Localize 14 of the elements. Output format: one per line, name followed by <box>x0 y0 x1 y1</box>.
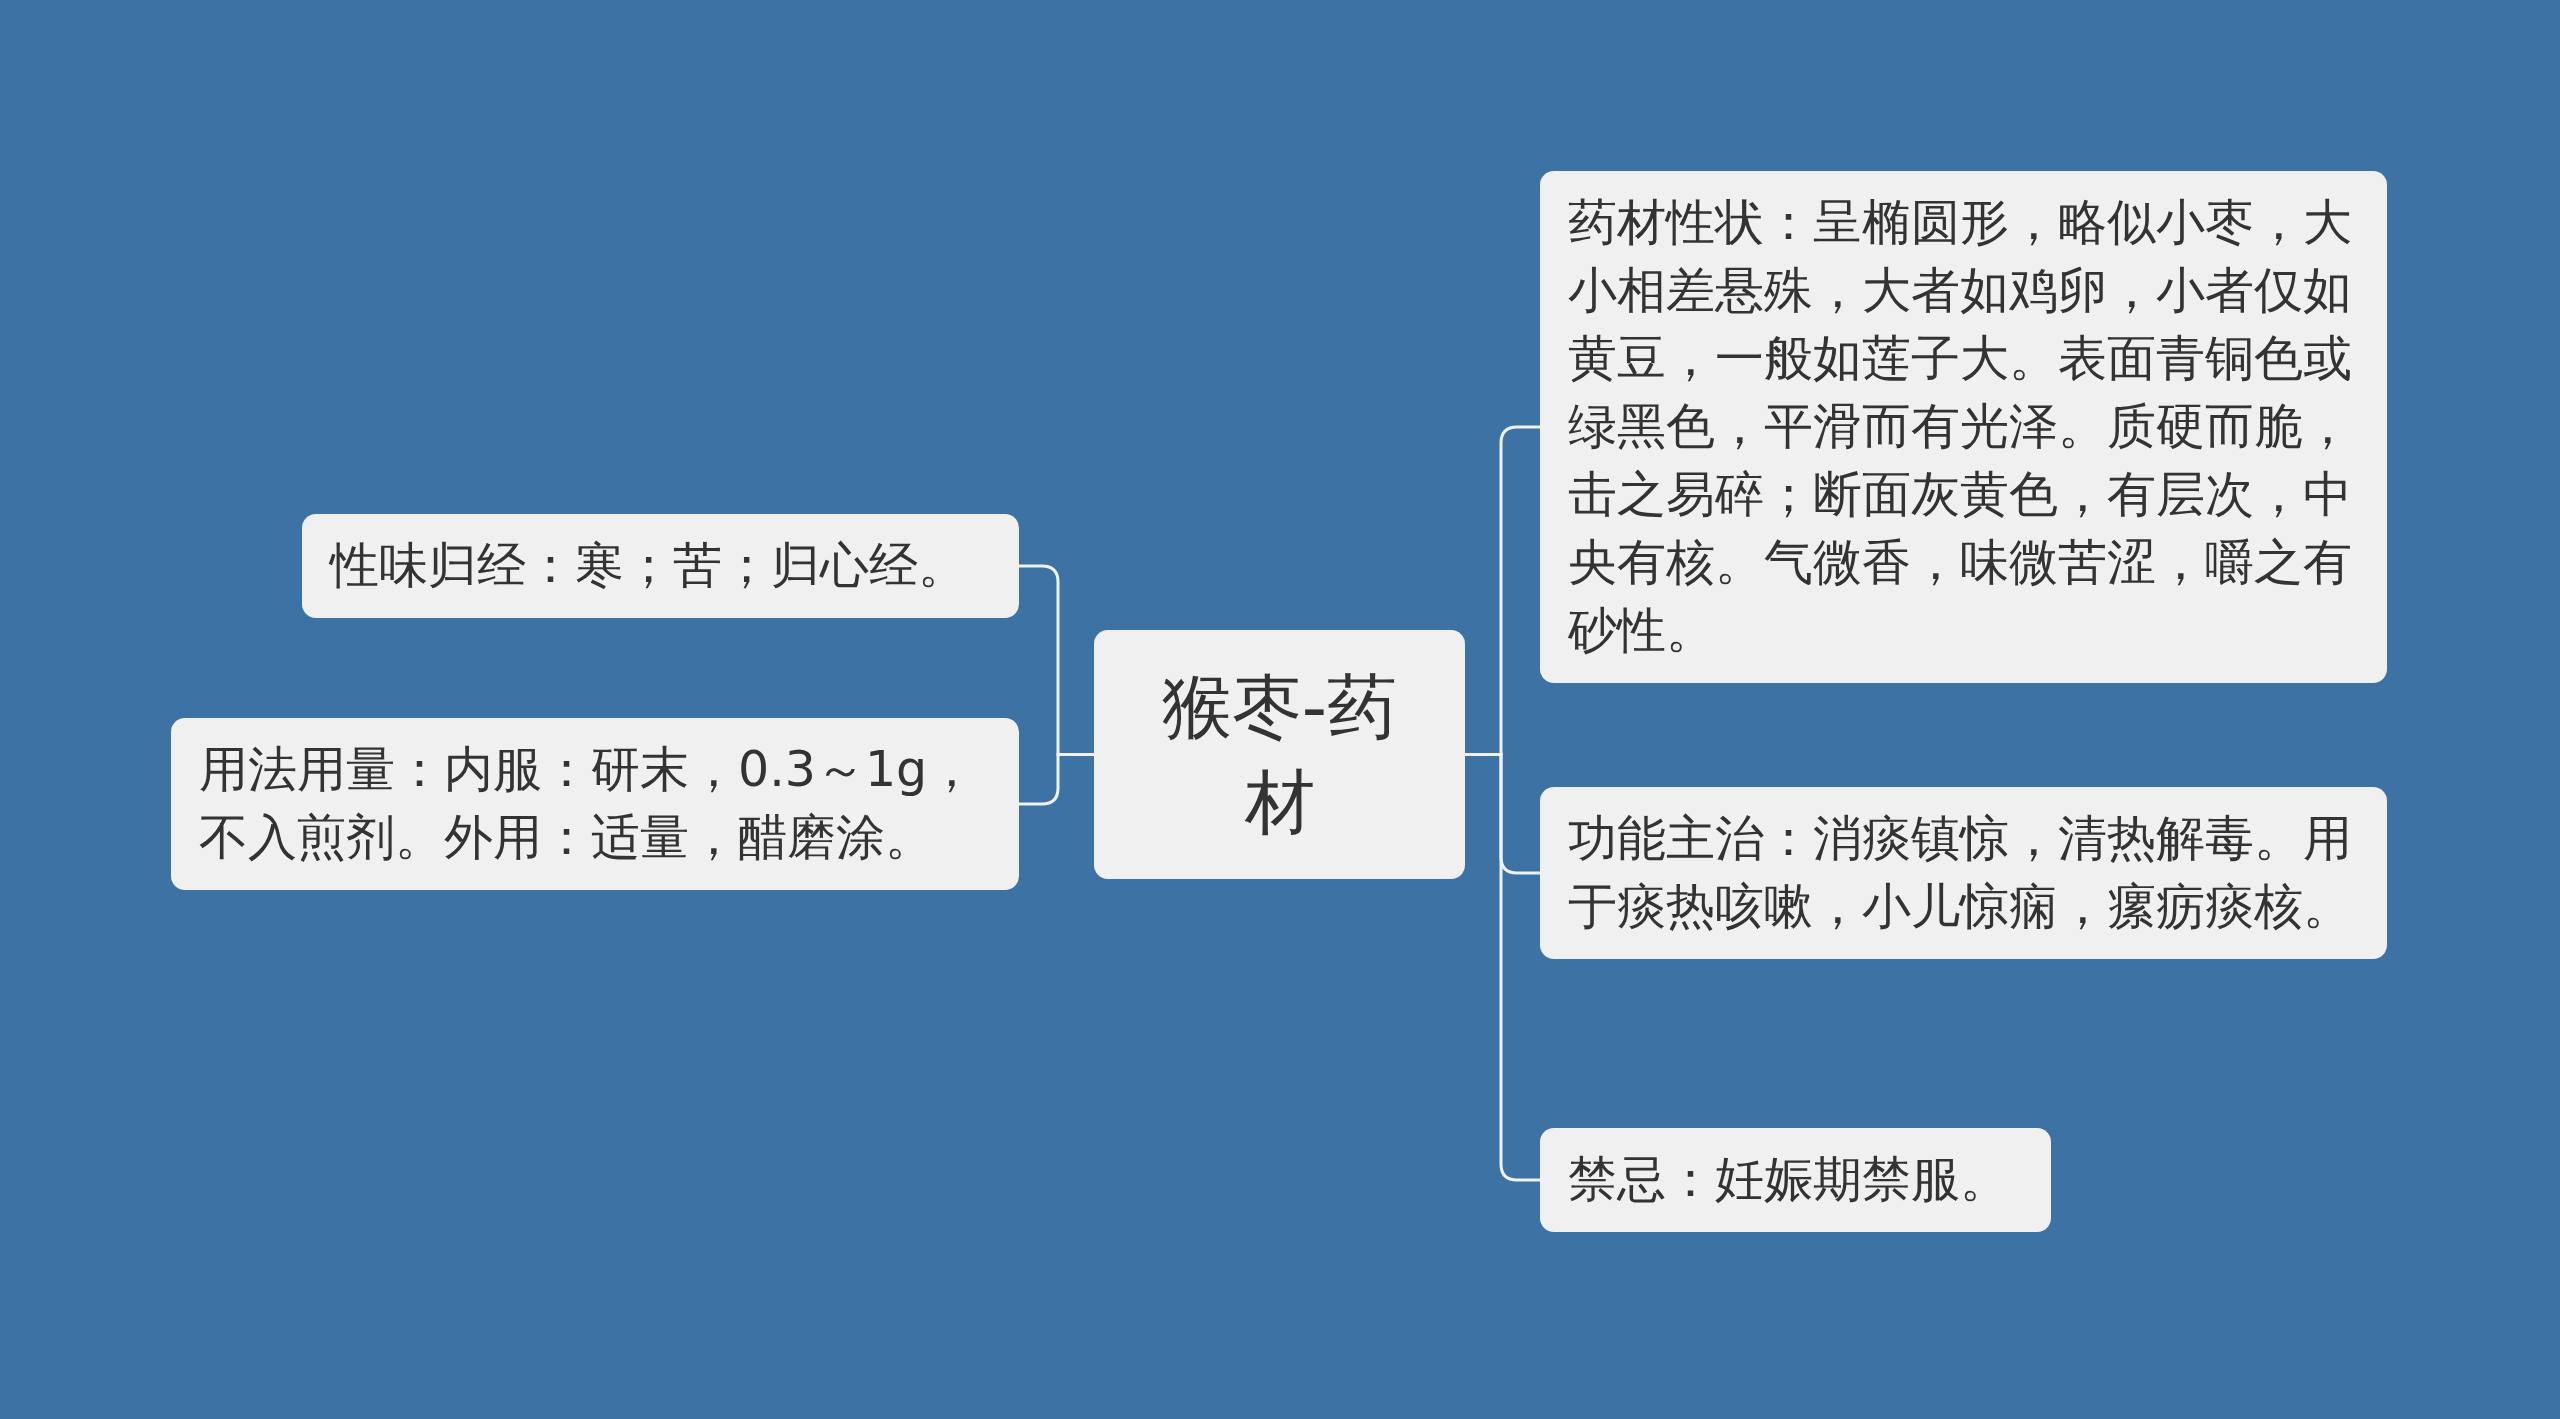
topic-box <box>302 514 1019 618</box>
topic-text: 性味归经：寒；苦；归心经。 <box>330 536 968 596</box>
topic-box <box>1540 171 2387 683</box>
central-topic-text: 猴枣-药材 <box>1160 665 1399 845</box>
topic-box <box>171 718 1019 890</box>
connector-line <box>1465 753 1540 1182</box>
topic-text: 禁忌：妊娠期禁服。 <box>1568 1150 2010 1210</box>
central-topic-box <box>1094 630 1465 879</box>
topic-box <box>1540 1128 2051 1232</box>
topic-text: 功能主治：消痰镇惊，清热解毒。用于痰热咳嗽，小儿惊痫，瘰疬痰核。 <box>1568 809 2353 937</box>
topic-text: 药材性状：呈椭圆形，略似小枣，大小相差悬殊，大者如鸡卵，小者仅如黄豆，一般如莲子大。表面青铜色或绿黑色，平滑而有光泽。质硬而脆，击之易碎；断面灰黄色，有层次，中央有核。气微香，味微苦涩，嚼之有砂性。 <box>1568 193 2353 661</box>
topic-text: 用法用量：内服：研末，0.3～1g，不入煎剂。外用：适量，醋磨涂。 <box>199 740 978 868</box>
connector-line <box>1019 753 1094 806</box>
topic-box <box>1540 787 2387 959</box>
